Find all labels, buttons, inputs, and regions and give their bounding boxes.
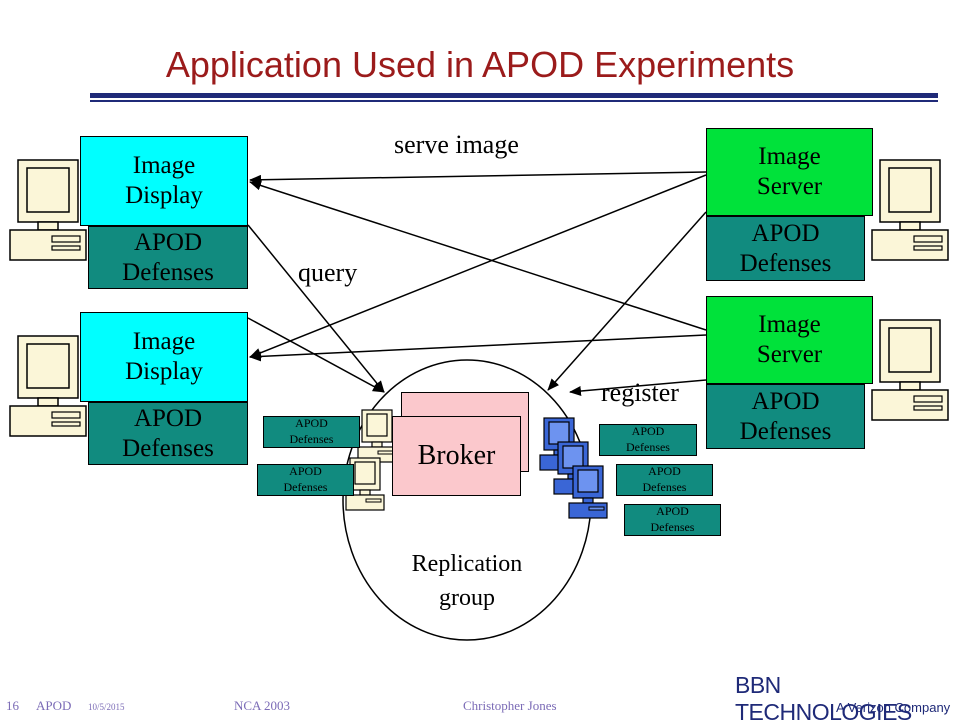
- arrow-server1-register: [547, 211, 707, 391]
- image-server-2-line1: Image: [758, 311, 821, 338]
- arrow-server2-register: [569, 379, 707, 397]
- image-server-1-line1: Image: [758, 143, 821, 170]
- image-display-2-line2: Display: [125, 358, 203, 385]
- image-display-2-line1: Image: [132, 328, 196, 355]
- label-register: register: [601, 378, 679, 407]
- broker-label: Broker: [417, 440, 496, 472]
- replica-computer-3: [568, 465, 608, 519]
- apod-line1: APOD: [656, 504, 689, 519]
- apod-line2: Defenses: [626, 440, 670, 454]
- apod-line1: APOD: [289, 464, 322, 479]
- arrow-server1-to-display1: [249, 171, 707, 185]
- server-computer-1: [871, 159, 949, 261]
- broker-computer-1: [357, 409, 397, 463]
- label-serve-image: serve image: [394, 130, 519, 159]
- apod-line2: Defenses: [739, 417, 832, 445]
- bbn-logo: BBN TECHNOLOGIES: [735, 672, 912, 725]
- label-query: query: [298, 258, 358, 287]
- apod-line2: Defenses: [650, 520, 695, 534]
- server-computer-2: [871, 319, 949, 421]
- footer-author: Christopher Jones: [463, 698, 557, 713]
- apod-line2: Defenses: [289, 432, 334, 446]
- apod-line1: APOD: [631, 424, 665, 439]
- apod-line1: APOD: [648, 464, 681, 479]
- apod-line1: APOD: [133, 404, 203, 432]
- apod-line1: APOD: [133, 228, 203, 256]
- footer-project: APOD: [36, 698, 72, 713]
- replication-line1: Replication: [411, 551, 523, 577]
- label-replication-group: Replication group: [367, 548, 567, 615]
- apod-line1: APOD: [295, 416, 328, 431]
- footer-conference: NCA 2003: [234, 698, 290, 713]
- arrow-server1-to-display2: [249, 174, 707, 358]
- arrow-display1-query: [247, 224, 385, 393]
- page-title: Application Used in APOD Experiments: [165, 44, 795, 85]
- apod-line2: Defenses: [642, 480, 687, 494]
- apod-line2: Defenses: [739, 249, 832, 277]
- verizon-tagline: A Verizon Company: [836, 700, 951, 715]
- image-server-1-line2: Server: [756, 173, 823, 200]
- image-display-1-line1: Image: [132, 152, 196, 179]
- slide-number: 16: [6, 698, 19, 713]
- replication-line2: group: [439, 584, 495, 611]
- broker-box: Broker: [392, 416, 521, 496]
- arrow-server2-to-display1: [249, 180, 707, 331]
- client-computer-1: [9, 159, 87, 261]
- arrow-display2-query: [247, 317, 385, 393]
- footer-date: 10/5/2015: [88, 702, 125, 712]
- title-rule: [90, 93, 938, 98]
- apod-line1: APOD: [751, 219, 820, 247]
- image-server-2-line2: Server: [756, 341, 823, 368]
- arrow-server2-to-display2: [249, 334, 707, 362]
- title-rule-thin: [90, 100, 938, 102]
- apod-line1: APOD: [751, 387, 820, 415]
- apod-line2: Defenses: [122, 258, 214, 286]
- client-computer-2: [9, 335, 87, 437]
- apod-line2: Defenses: [122, 434, 214, 462]
- image-display-1-line2: Display: [125, 182, 203, 209]
- apod-line2: Defenses: [283, 480, 328, 494]
